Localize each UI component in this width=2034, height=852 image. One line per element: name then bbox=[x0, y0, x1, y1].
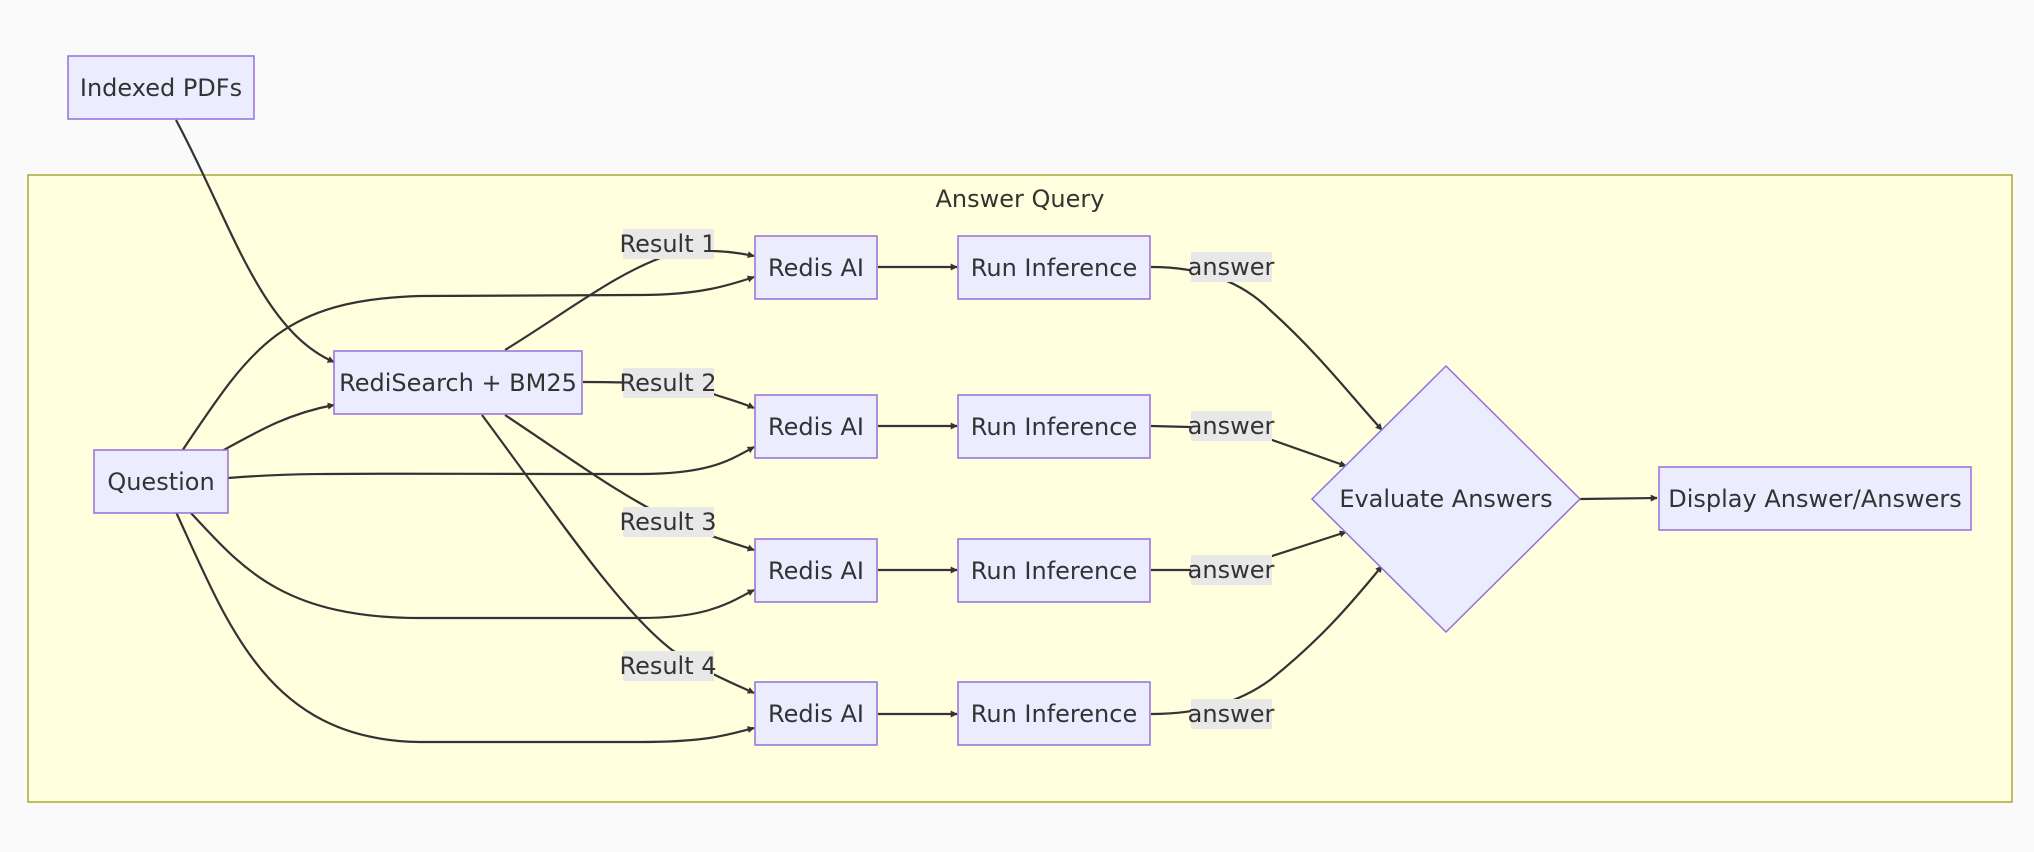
svg-text:RediSearch + BM25: RediSearch + BM25 bbox=[339, 369, 577, 397]
edge-redisearch-to-redisai-4 bbox=[481, 414, 755, 694]
node-evaluate-answers[interactable]: Evaluate Answers bbox=[1310, 364, 1582, 634]
svg-text:Run Inference: Run Inference bbox=[971, 413, 1137, 441]
edge-label-result-4: Result 4 bbox=[619, 651, 717, 681]
svg-text:Result 2: Result 2 bbox=[619, 369, 716, 397]
node-redis-ai-3[interactable]: Redis AI bbox=[754, 538, 878, 603]
svg-text:Run Inference: Run Inference bbox=[971, 254, 1137, 282]
svg-text:answer: answer bbox=[1188, 556, 1275, 584]
edge-label-result-1: Result 1 bbox=[619, 229, 717, 259]
svg-text:Redis AI: Redis AI bbox=[768, 557, 864, 585]
svg-text:Result 3: Result 3 bbox=[619, 508, 716, 536]
svg-text:Redis AI: Redis AI bbox=[768, 700, 864, 728]
svg-text:Indexed PDFs: Indexed PDFs bbox=[80, 74, 242, 102]
svg-text:answer: answer bbox=[1188, 412, 1275, 440]
edge-evaluate-to-display bbox=[1579, 494, 1658, 502]
svg-text:Result 4: Result 4 bbox=[619, 652, 716, 680]
edge-label-answer-3: answer bbox=[1188, 555, 1275, 585]
edge-label-answer-4: answer bbox=[1188, 699, 1275, 729]
node-indexed-pdfs[interactable]: Indexed PDFs bbox=[67, 55, 255, 120]
edge-label-answer-2: answer bbox=[1188, 411, 1275, 441]
svg-text:Display Answer/Answers: Display Answer/Answers bbox=[1668, 485, 1961, 513]
edge-labels: Result 1 Result 2 Result 3 Result 4 answ… bbox=[619, 229, 1274, 729]
edge-question-to-redisai-2 bbox=[227, 446, 755, 480]
edge-question-to-redisearch bbox=[221, 402, 335, 452]
svg-text:Redis AI: Redis AI bbox=[768, 413, 864, 441]
node-run-inference-3[interactable]: Run Inference bbox=[957, 538, 1151, 603]
nodes: Indexed PDFs Question RediSearch + BM25 … bbox=[67, 55, 1972, 746]
svg-text:answer: answer bbox=[1188, 700, 1275, 728]
edge-pdfs-to-redisearch bbox=[175, 119, 335, 364]
node-question[interactable]: Question bbox=[93, 449, 229, 514]
svg-text:Question: Question bbox=[107, 468, 214, 496]
node-display-answers[interactable]: Display Answer/Answers bbox=[1658, 466, 1972, 531]
svg-text:Evaluate Answers: Evaluate Answers bbox=[1339, 485, 1552, 513]
node-run-inference-2[interactable]: Run Inference bbox=[957, 394, 1151, 459]
svg-text:Run Inference: Run Inference bbox=[971, 700, 1137, 728]
svg-text:answer: answer bbox=[1188, 253, 1275, 281]
node-run-inference-4[interactable]: Run Inference bbox=[957, 681, 1151, 746]
node-redisearch-bm25[interactable]: RediSearch + BM25 bbox=[333, 350, 583, 415]
edge-label-result-2: Result 2 bbox=[619, 368, 717, 398]
edge-question-to-redisai-1 bbox=[181, 275, 755, 452]
edge-question-to-redisai-3 bbox=[189, 511, 755, 620]
edge-label-result-3: Result 3 bbox=[619, 507, 717, 537]
cluster-title: Answer Query bbox=[936, 185, 1105, 213]
node-redis-ai-4[interactable]: Redis AI bbox=[754, 681, 878, 746]
edge-question-to-redisai-4 bbox=[174, 511, 755, 744]
svg-text:Run Inference: Run Inference bbox=[971, 557, 1137, 585]
node-run-inference-1[interactable]: Run Inference bbox=[957, 235, 1151, 300]
node-redis-ai-1[interactable]: Redis AI bbox=[754, 235, 878, 300]
edge-label-answer-1: answer bbox=[1188, 252, 1275, 282]
svg-text:Result 1: Result 1 bbox=[619, 230, 716, 258]
svg-text:Redis AI: Redis AI bbox=[768, 254, 864, 282]
node-redis-ai-2[interactable]: Redis AI bbox=[754, 394, 878, 459]
